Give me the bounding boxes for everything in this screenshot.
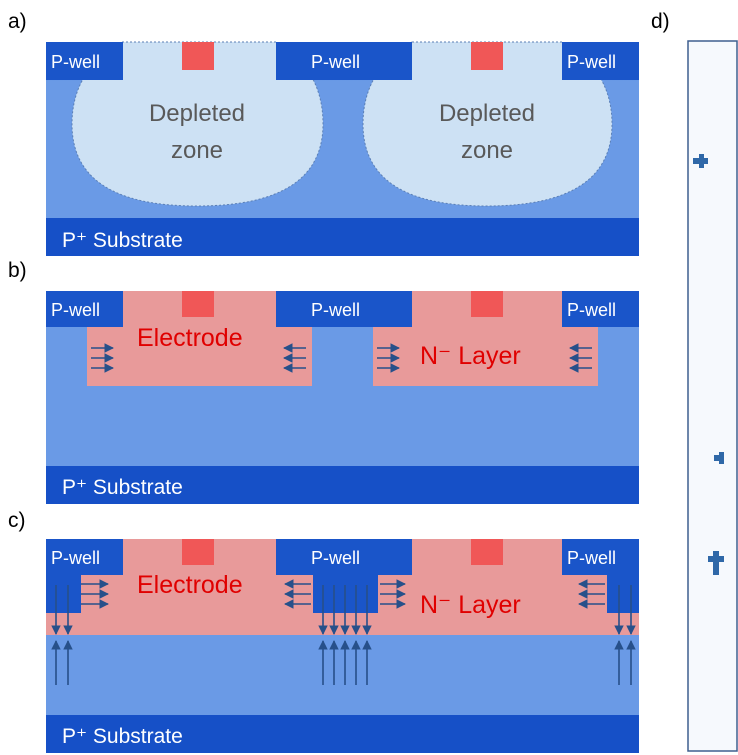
p-well [46, 42, 123, 80]
panel-d: d) [651, 10, 738, 752]
depleted-zone-label: Depleted [439, 100, 535, 127]
p-well [276, 291, 412, 327]
p-well [46, 291, 123, 327]
depleted-zone-label: zone [171, 137, 223, 164]
substrate-label: P⁺ Substrate [62, 229, 183, 252]
field-arrows [81, 579, 605, 609]
p-well [562, 291, 639, 327]
panel-c-label: c) [8, 509, 26, 532]
panel-a: a) P⁺ Substrate P-well P-well P-well Dep… [8, 10, 639, 256]
depleted-zone [71, 41, 324, 207]
panel-b: b) P⁺ Substrate P-well P-well P-well Ele… [8, 259, 639, 504]
collection-pad [471, 42, 503, 70]
n-layer-label: N⁻ Layer [420, 342, 521, 370]
field-arrows [51, 585, 636, 635]
p-well [562, 539, 639, 575]
panel-a-label: a) [8, 10, 27, 33]
n-layer-label: N⁻ Layer [420, 591, 521, 619]
collection-pad [471, 291, 503, 317]
deep-p-implant [46, 575, 81, 613]
field-arrows [51, 640, 636, 685]
collection-pad [182, 291, 214, 317]
substrate-region [46, 218, 639, 256]
panel-d-label: d) [651, 10, 670, 33]
substrate-region [46, 715, 639, 753]
field-arrows [91, 343, 592, 373]
collection-pad [471, 539, 503, 565]
electrode-label: Electrode [137, 324, 243, 352]
p-well [562, 42, 639, 80]
p-well-label: P-well [311, 548, 360, 568]
p-well-label: P-well [567, 52, 616, 72]
p-well-label: P-well [311, 300, 360, 320]
p-well-label: P-well [567, 300, 616, 320]
deep-p-implant [607, 575, 639, 613]
substrate-region [46, 466, 639, 504]
substrate-label: P⁺ Substrate [62, 476, 183, 499]
marker-shape [693, 154, 708, 168]
p-well [276, 539, 412, 575]
substrate-label: P⁺ Substrate [62, 725, 183, 748]
depleted-zone-label: zone [461, 137, 513, 164]
p-well [276, 42, 412, 80]
marker-shape [708, 551, 724, 575]
p-well-label: P-well [51, 300, 100, 320]
depleted-zone-label: Depleted [149, 100, 245, 127]
p-well [46, 539, 123, 575]
marker-shape [714, 452, 724, 464]
panel-c: c) P⁺ Substrate P-well P-well P-well Ele… [8, 509, 639, 753]
p-well-label: P-well [567, 548, 616, 568]
panel-d-frame [687, 40, 738, 752]
depleted-zone [362, 41, 613, 207]
p-well-label: P-well [311, 52, 360, 72]
collection-pad [182, 42, 214, 70]
p-well-label: P-well [51, 52, 100, 72]
p-well-label: P-well [51, 548, 100, 568]
panel-b-label: b) [8, 259, 27, 282]
collection-pad [182, 539, 214, 565]
electrode-label: Electrode [137, 571, 243, 599]
